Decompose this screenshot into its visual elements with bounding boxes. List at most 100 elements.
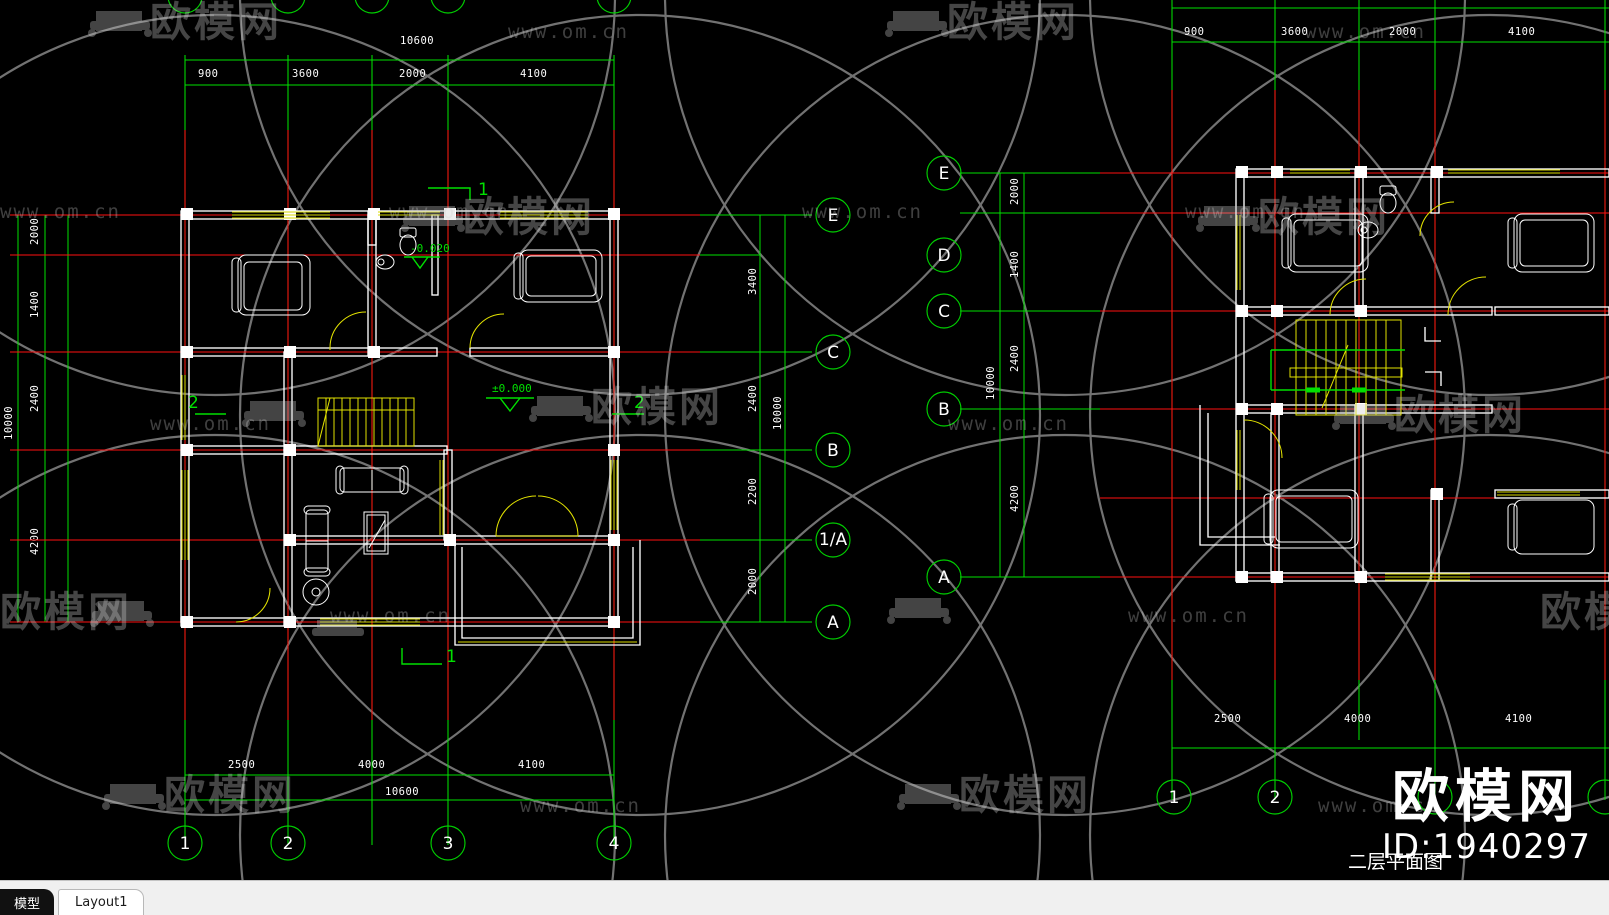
- dim-left-overall-right: 10000: [985, 366, 997, 400]
- dim-top-seg-3-right: 4100: [1508, 26, 1535, 38]
- grid-bubble-2: 2: [283, 834, 294, 854]
- grid-bubble-B-right: B: [938, 400, 950, 420]
- svg-text:www.om.cn: www.om.cn: [520, 795, 641, 817]
- grid-bubble-1: 1: [180, 834, 191, 854]
- dim-top-seg-0-right: 900: [1184, 26, 1204, 38]
- dim-top-seg-2: 2000: [399, 68, 426, 80]
- dimension-lines-bottom-right: [1171, 740, 1609, 800]
- watermark-url-text: www.om.cn www.om.cn www.om.cn www.om.cn …: [0, 21, 1437, 817]
- section-mark-2-left: 2: [188, 393, 199, 413]
- layout-tab-bar[interactable]: 模型 Layout1: [0, 880, 1609, 915]
- dimension-lines-top-right: [1171, 0, 1609, 52]
- dim-right-seg-3: 2000: [747, 568, 759, 595]
- furniture-right-plan: [1263, 185, 1595, 555]
- svg-text:www.om.cn: www.om.cn: [1305, 21, 1426, 43]
- dim-left-seg-0: 2000: [29, 218, 41, 245]
- dim-right-overall: 10000: [772, 396, 784, 430]
- grid-bubble-E-right: E: [939, 164, 950, 184]
- svg-text:www.om.cn: www.om.cn: [330, 605, 451, 627]
- dimension-lines-bottom-left: [184, 770, 615, 845]
- dim-top-seg-1-right: 3600: [1281, 26, 1308, 38]
- dim-top-seg-1: 3600: [292, 68, 319, 80]
- dim-top-overall-right: 10600: [1380, 0, 1414, 3]
- svg-text:www.om.cn: www.om.cn: [508, 21, 629, 43]
- grid-bubble-3: 3: [443, 834, 454, 854]
- watermark-sofa-glyphs: [88, 11, 1396, 810]
- grid-bubbles-left-plan[interactable]: E C B 1/A A 1 2 3 4: [167, 0, 851, 861]
- dim-left-seg-1-right: 1400: [1009, 251, 1021, 278]
- svg-text:欧模网: 欧模网: [150, 0, 282, 46]
- dim-bottom-seg-1-right: 4000: [1344, 713, 1371, 725]
- stair-direction-arrows: [1270, 349, 1405, 393]
- section-mark-1-top: 1: [478, 180, 489, 200]
- doors-right-plan: [1243, 201, 1487, 459]
- windows-right-plan: [1236, 169, 1580, 581]
- dim-left-seg-1: 1400: [29, 291, 41, 318]
- svg-text:www.om.cn: www.om.cn: [802, 201, 923, 223]
- dim-bottom-seg-2: 4100: [518, 759, 545, 771]
- svg-text:www.om.cn: www.om.cn: [0, 201, 121, 223]
- dimension-lines-right-vertical: [752, 214, 800, 623]
- section-tick-marks-right: [1424, 327, 1442, 386]
- grid-bubble-A-right: A: [938, 568, 950, 588]
- grid-bubble-1A: 1/A: [819, 530, 848, 550]
- dim-top-seg-2-right: 2000: [1389, 26, 1416, 38]
- elevation-bathroom: -0.020: [410, 242, 450, 255]
- svg-text:欧模网: 欧模网: [164, 771, 296, 819]
- dim-left-seg-2-right: 2400: [1009, 345, 1021, 372]
- grid-bubble-C: C: [827, 343, 839, 363]
- watermark-cn-text: 欧模网 欧模网 欧模网 欧模网 欧模网 欧模网 欧模网 欧模网 欧模网 欧模网: [0, 0, 1609, 819]
- svg-text:www.om.cn: www.om.cn: [150, 413, 271, 435]
- svg-text:欧模网: 欧模网: [1394, 391, 1526, 439]
- svg-text:欧模网: 欧模网: [591, 383, 723, 431]
- grid-bubble-1-right: 1: [1169, 788, 1180, 808]
- svg-text:www.om.cn: www.om.cn: [1128, 605, 1249, 627]
- dim-left-seg-0-right: 2000: [1009, 178, 1021, 205]
- svg-text:www.om.cn: www.om.cn: [948, 413, 1069, 435]
- grid-bubble-E: E: [828, 206, 839, 226]
- svg-text:欧模网: 欧模网: [463, 193, 595, 241]
- dim-left-seg-3: 4200: [29, 528, 41, 555]
- tab-layout1[interactable]: Layout1: [58, 889, 145, 915]
- grid-bubble-B: B: [827, 441, 839, 461]
- staircase-left-plan: [317, 397, 415, 447]
- tab-model[interactable]: 模型: [0, 889, 55, 915]
- section-mark-1-bottom: 1: [446, 647, 457, 667]
- dim-left-seg-3-right: 4200: [1009, 485, 1021, 512]
- dim-top-seg-0: 900: [198, 68, 218, 80]
- dim-right-seg-2: 2200: [747, 478, 759, 505]
- staircase-right-plan: [1289, 319, 1403, 416]
- dimension-lines-top-left: [184, 55, 615, 95]
- dimension-lines-left-vertical-right-plan: [995, 172, 1035, 578]
- dim-top-seg-3: 4100: [520, 68, 547, 80]
- section-mark-2-right: 2: [634, 393, 645, 413]
- dim-bottom-seg-1: 4000: [358, 759, 385, 771]
- doors-left-plan: [235, 311, 579, 623]
- dim-bottom-overall: 10600: [385, 786, 419, 798]
- dim-bottom-seg-0: 2500: [228, 759, 255, 771]
- svg-text:欧模网: 欧模网: [947, 0, 1079, 46]
- dim-left-seg-2: 2400: [29, 385, 41, 412]
- svg-text:欧模网: 欧模网: [959, 771, 1091, 819]
- svg-text:欧模网: 欧模网: [1258, 193, 1390, 241]
- grid-bubble-4: 4: [609, 834, 620, 854]
- section-marks-left-plan[interactable]: 1 2 2 1: [188, 180, 645, 667]
- grid-bubble-2-right: 2: [1270, 788, 1281, 808]
- dim-bottom-seg-2-right: 4100: [1505, 713, 1532, 725]
- second-floor-plan-title: 二层平面图: [1348, 851, 1443, 873]
- grid-bubble-D-right: D: [937, 246, 950, 266]
- dim-right-seg-1: 2400: [747, 385, 759, 412]
- walls-right-plan: [1199, 166, 1609, 583]
- svg-text:www.om.cn: www.om.cn: [1185, 201, 1306, 223]
- grid-bubbles-right-plan[interactable]: E D C B A 1 2: [926, 155, 1609, 815]
- grid-bubble-A: A: [827, 613, 839, 633]
- elevation-main: ±0.000: [492, 382, 532, 395]
- dim-right-seg-0: 3400: [747, 268, 759, 295]
- walls-left-plan: [180, 208, 641, 646]
- svg-text:欧模网: 欧模网: [1540, 588, 1609, 636]
